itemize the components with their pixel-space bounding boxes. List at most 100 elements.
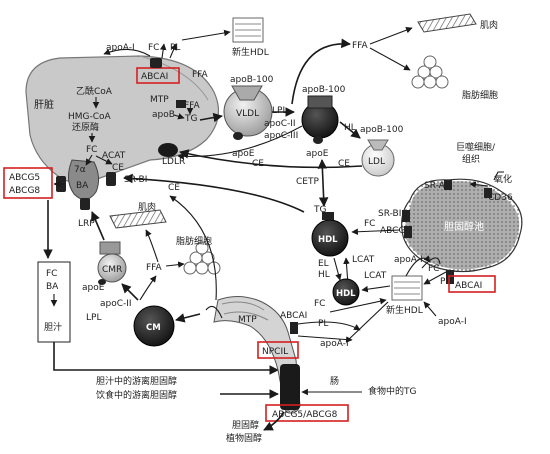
- adipocyte-top-label: 脂肪细胞: [462, 89, 498, 101]
- fc-bile-label: FC: [46, 269, 57, 279]
- lcat-a-label: LCAT: [352, 255, 375, 265]
- ldl-label: LDL: [368, 157, 385, 167]
- abca1-liver-transporter: [150, 58, 162, 68]
- srb1-mac-label: SR-BI: [378, 209, 401, 219]
- abcg58-bottom-label: ABCG5/ABCG8: [272, 410, 338, 420]
- lrp-label: LRP: [78, 219, 95, 229]
- lpl-cm-label: LPL: [86, 313, 101, 323]
- abca1-gut-label: ABCAI: [280, 311, 307, 321]
- oxidation-label: 氧化: [494, 173, 512, 185]
- npc1l1-box: [257, 341, 299, 359]
- mtp-liver-transporter: [176, 100, 186, 108]
- fc-top-label: FC: [148, 43, 159, 53]
- ffa-liver-label: FFA: [184, 101, 201, 111]
- adipocyte-top-icon: [411, 55, 449, 89]
- new-hdl-mac-icon: [391, 275, 423, 301]
- apob-liver-label: apoB: [152, 110, 175, 120]
- apoe-cmr-label: apoE: [82, 283, 105, 293]
- fc-mac2-label: FC: [428, 264, 439, 274]
- ba-bile-label: BA: [46, 282, 59, 292]
- muscle-top-icon: [417, 13, 477, 33]
- srb1-liver-transporter: [106, 172, 116, 186]
- hl-top-label: HL: [344, 123, 356, 133]
- abcg58-left-label-2: ABCG8: [9, 186, 40, 196]
- new-hdl-top-label: 新生HDL: [232, 46, 269, 58]
- ffa-tg-liver: FFA: [192, 70, 209, 80]
- acat-liver-label: ACAT: [102, 151, 126, 161]
- hmg-coa-label: HMG-CoA: [68, 112, 112, 122]
- muscle-mid-icon: [109, 209, 167, 229]
- cd36-label: CD36: [488, 193, 513, 203]
- apoa1-top-label: apoA-I: [106, 43, 135, 53]
- cm-label: CM: [146, 323, 161, 333]
- cholesterol-label: 胆固醇: [232, 419, 259, 431]
- npc1l1-label: NPCIL: [262, 347, 288, 357]
- idl-apoe-marker: [313, 136, 323, 144]
- cetp-label: CETP: [296, 177, 319, 187]
- pl-gut-label: PL: [318, 319, 328, 329]
- muscle-top-label: 肌肉: [480, 19, 498, 31]
- abcg58-left-box: [3, 167, 53, 199]
- abca1-mac-label: ABCAI: [455, 281, 482, 291]
- apoe-vldl-label: apoE: [232, 149, 255, 159]
- sra-label: SR-A: [424, 181, 446, 191]
- new-hdl-top-icon: [232, 17, 264, 43]
- reductase-label: 还原酶: [72, 121, 99, 133]
- apoa1-mac2-label: apoA-I: [438, 317, 467, 327]
- macrophage-label-2: 组织: [462, 153, 480, 165]
- ffa-mid-label: FFA: [146, 263, 163, 273]
- free-chol-diet-label: 饮食中的游离胆固醇: [96, 389, 177, 401]
- free-chol-bile-label: 胆汁中的游离胆固醇: [96, 375, 177, 387]
- cmr-label: CMR: [102, 265, 122, 275]
- hl-mid-label: HL: [318, 270, 330, 280]
- mtp-gut-label: MTP: [238, 315, 257, 325]
- fc-liver-label: FC: [86, 145, 97, 155]
- cm-particle: [133, 305, 175, 347]
- liver-label: 肝脏: [34, 98, 54, 111]
- fc-gut-label: FC: [314, 299, 325, 309]
- abca1-mac-box: [448, 275, 496, 293]
- hdl-large-label: HDL: [318, 235, 338, 245]
- ce-liver-label: CE: [112, 163, 124, 173]
- ba-liver-label: BA: [76, 181, 89, 191]
- adipocyte-mid-icon: [183, 241, 221, 275]
- intestine-shape: [213, 296, 301, 414]
- plant-sterol-label: 植物固醇: [226, 432, 262, 444]
- apoe-idl-label: apoE: [306, 149, 329, 159]
- bile-label: 胆汁: [44, 321, 62, 333]
- abcg58-left-label-1: ABCG5: [9, 173, 40, 183]
- pl-mac-label: PL: [440, 277, 450, 287]
- muscle-mid-label: 肌肉: [138, 201, 156, 213]
- apoc2-vldl-label: apoC-II: [264, 119, 296, 129]
- adipocyte-mid-label: 脂肪细胞: [176, 235, 212, 247]
- ce-liver2-label: CE: [168, 183, 180, 193]
- tg-hdl-label: TG: [313, 205, 326, 215]
- diet-tg-label: 食物中的TG: [368, 385, 416, 397]
- apob100-c-label: apoB-100: [360, 125, 404, 135]
- el-label: EL: [318, 259, 329, 269]
- apob100-b-label: apoB-100: [302, 85, 346, 95]
- chol-pool-label: 胆固醇池: [444, 220, 484, 233]
- apoa1-mac-label: apoA-I: [394, 255, 423, 265]
- acetyl-coa-label: 乙酰CoA: [76, 85, 113, 97]
- apoa1-gut-label: apoA-I: [320, 339, 349, 349]
- abca1-liver-label: ABCAI: [141, 72, 168, 82]
- abcg58-bottom-box: [265, 404, 349, 422]
- alpha7-label: 7α: [74, 165, 86, 175]
- abcg1-label: ABCGI: [380, 226, 408, 236]
- tg-liver-label: TG: [184, 114, 197, 124]
- mtp-liver-label: MTP: [150, 95, 169, 105]
- hdl-small-label: HDL: [336, 289, 356, 299]
- apob100-a-label: apoB-100: [230, 75, 274, 85]
- new-hdl-mac-label: 新生HDL: [386, 304, 423, 316]
- ffa-top-label: FFA: [352, 41, 369, 51]
- macrophage-label-1: 巨噬细胞/: [456, 141, 496, 153]
- fc-mac-label: FC: [364, 219, 375, 229]
- ldlr-receptor: [158, 143, 178, 157]
- apoc2-cm-label: apoC-II: [100, 299, 132, 309]
- ce-mid-label: CE: [338, 159, 350, 169]
- lrp-receptor: [80, 198, 90, 210]
- lcat-b-label: LCAT: [364, 271, 387, 281]
